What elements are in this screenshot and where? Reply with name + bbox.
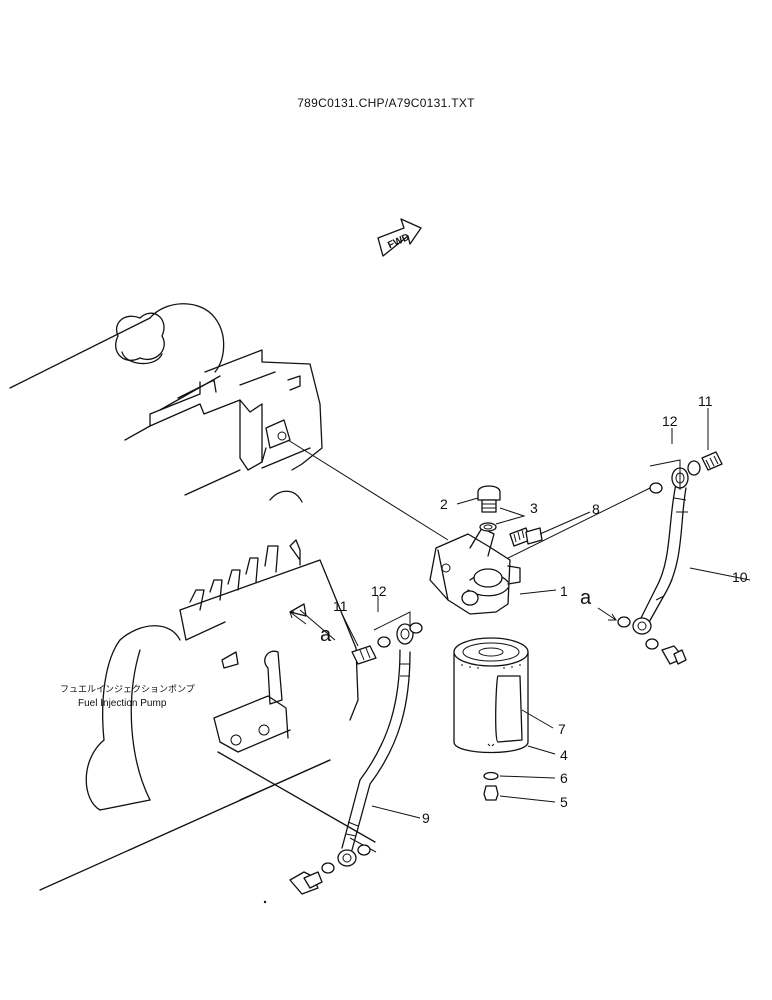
engine-block bbox=[9, 303, 323, 503]
stray-dot bbox=[263, 900, 267, 904]
callout-leaders bbox=[341, 408, 751, 819]
callout-9: 9 bbox=[422, 810, 430, 826]
label-a-right: a bbox=[580, 587, 592, 609]
label-a-left: a bbox=[320, 624, 332, 646]
pump-label-jp: フュエルインジェクションポンプ bbox=[60, 684, 195, 695]
hose-10 bbox=[617, 451, 723, 665]
arrow-a-left bbox=[289, 611, 307, 625]
callout-5: 5 bbox=[560, 794, 568, 810]
bolt-8 bbox=[509, 527, 543, 547]
callout-10: 10 bbox=[732, 569, 748, 585]
fwd-arrow-icon: FWD bbox=[377, 218, 422, 257]
callout-7: 7 bbox=[558, 721, 566, 737]
callout-12-left: 12 bbox=[371, 583, 387, 599]
filter-head bbox=[429, 527, 521, 615]
filter-cartridge bbox=[453, 637, 529, 754]
fuel-injection-pump bbox=[39, 539, 376, 891]
callout-4: 4 bbox=[560, 747, 568, 763]
document-header: 789C0131.CHP/A79C0131.TXT bbox=[297, 96, 475, 110]
drain-plug-and-washer bbox=[483, 771, 499, 801]
callout-6: 6 bbox=[560, 770, 568, 786]
callout-12-right: 12 bbox=[662, 413, 678, 429]
callout-8: 8 bbox=[592, 501, 600, 517]
callout-3: 3 bbox=[530, 500, 538, 516]
pump-label-en: Fuel Injection Pump bbox=[78, 698, 167, 709]
hose-9 bbox=[289, 611, 423, 895]
arrow-a-right bbox=[597, 607, 617, 621]
callout-11-left: 11 bbox=[333, 598, 348, 614]
callout-1: 1 bbox=[560, 583, 568, 599]
callout-11-right: 11 bbox=[698, 393, 713, 409]
callout-2: 2 bbox=[440, 496, 448, 512]
plug-and-washer bbox=[477, 485, 501, 532]
